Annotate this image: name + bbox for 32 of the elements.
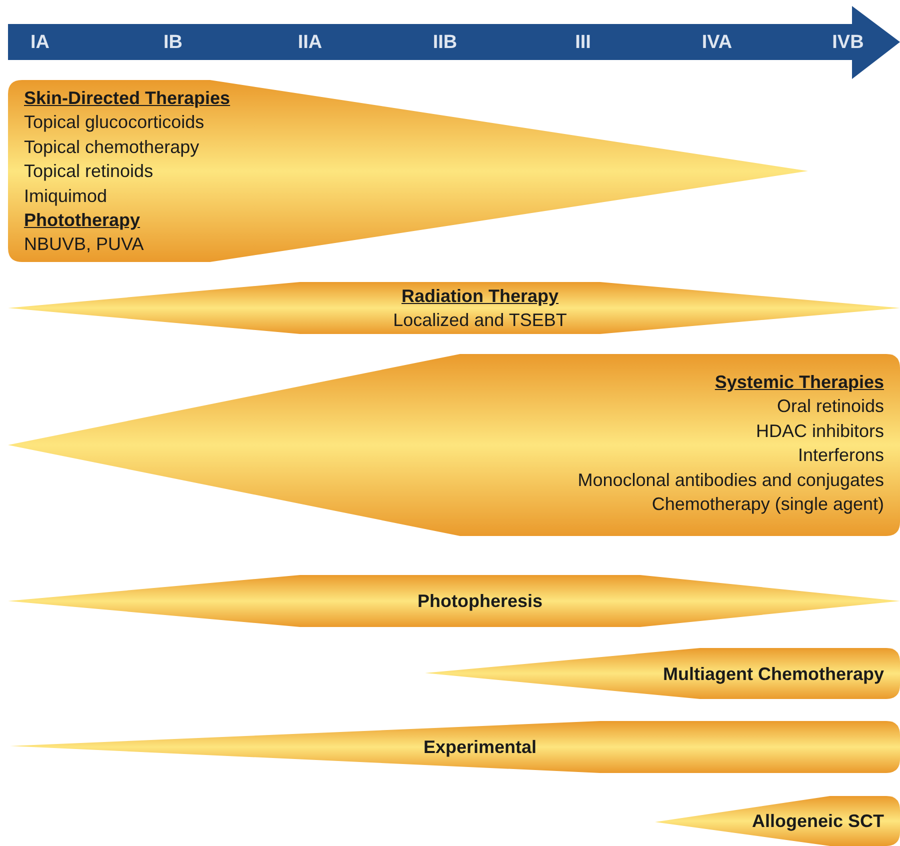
stage-label: IB <box>164 32 182 54</box>
therapy-heading: Photopheresis <box>417 590 543 613</box>
therapy-item: Monoclonal antibodies and conjugates <box>578 468 884 492</box>
therapy-item: Imiquimod <box>24 184 108 208</box>
stage-label: IIB <box>432 32 458 54</box>
therapy-band <box>655 796 900 846</box>
therapy-band <box>8 282 900 334</box>
therapy-item: Topical retinoids <box>24 160 154 184</box>
therapy-item: NBUVB, PUVA <box>24 233 144 256</box>
stage-label: III <box>575 32 591 54</box>
therapy-heading: Skin-Directed Therapies <box>24 87 230 110</box>
therapy-band <box>8 354 900 536</box>
therapy-item: Topical chemotherapy <box>24 136 200 159</box>
stage-label: IA <box>30 32 50 54</box>
stage-label: IVB <box>832 32 864 54</box>
stage-label: IIA <box>298 32 322 54</box>
therapy-item: Chemotherapy (single agent) <box>652 493 884 516</box>
stage-label: IVA <box>702 32 732 54</box>
therapy-band <box>8 575 900 627</box>
therapy-band <box>8 80 808 262</box>
therapy-item: Localized and TSEBT <box>393 309 567 332</box>
therapy-band <box>425 648 900 699</box>
therapy-heading: Multiagent Chemotherapy <box>662 663 884 686</box>
therapy-item: Interferons <box>798 444 884 468</box>
therapy-item: Oral retinoids <box>776 395 884 418</box>
therapy-item: HDAC inhibitors <box>756 420 884 443</box>
therapy-heading: Allogeneic SCT <box>752 810 884 833</box>
therapy-item: Topical glucocorticoids <box>24 111 204 134</box>
therapy-heading: Radiation Therapy <box>401 285 559 308</box>
therapy-heading: Phototherapy <box>24 209 140 232</box>
therapy-heading: Experimental <box>423 736 537 759</box>
therapy-heading: Systemic Therapies <box>714 371 884 394</box>
